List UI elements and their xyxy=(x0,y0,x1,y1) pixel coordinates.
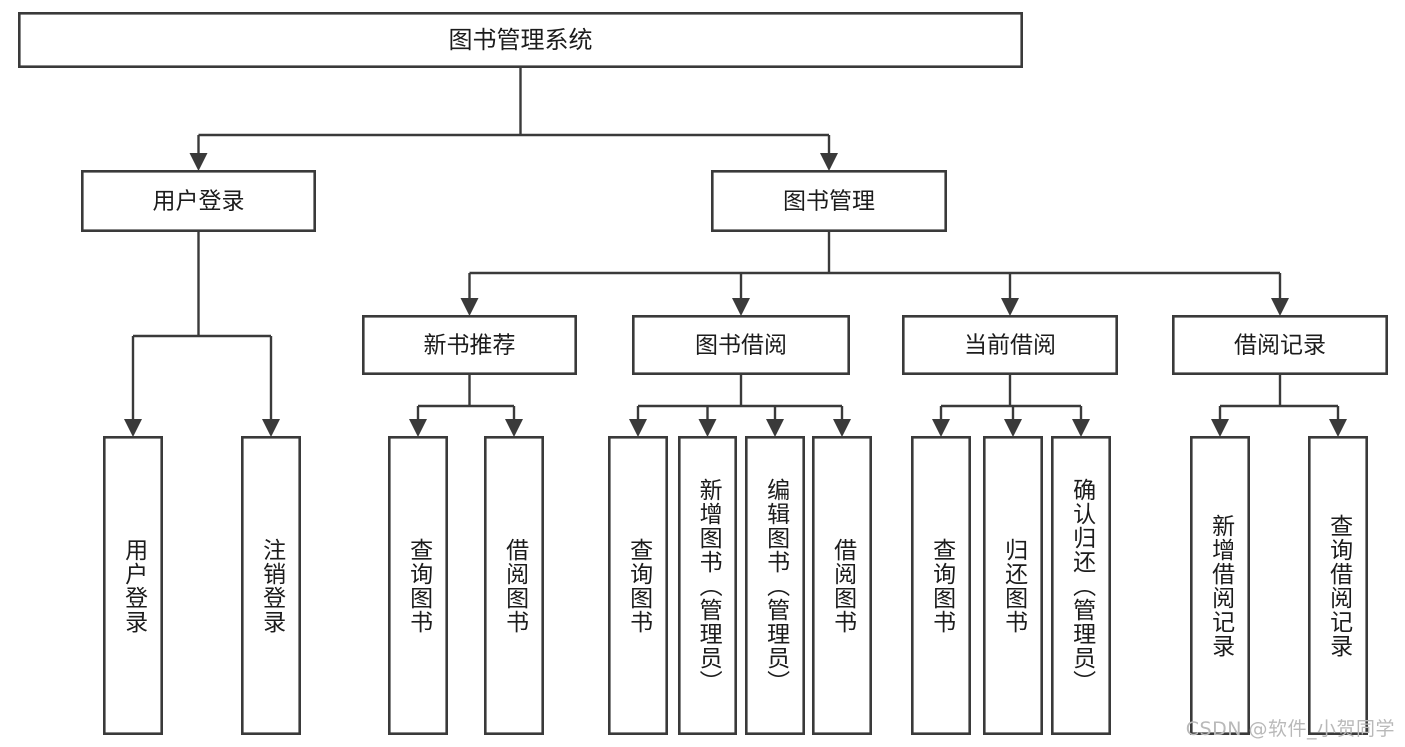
arrow-head-icon xyxy=(505,419,523,437)
node-box-leaf-edit-book[interactable] xyxy=(744,435,805,735)
connector-group-new-book-recommend xyxy=(409,375,523,437)
node-box-root[interactable] xyxy=(17,12,1024,69)
node-root[interactable]: 图书管理系统 xyxy=(17,12,1024,69)
connector-group-book-management xyxy=(460,232,1289,316)
node-box-leaf-logout[interactable] xyxy=(241,435,302,735)
node-leaf-confirm-return[interactable] xyxy=(1051,435,1112,735)
arrow-head-icon xyxy=(1072,419,1090,437)
connector-layer xyxy=(124,68,1347,437)
node-label-borrow-record: 借阅记录 xyxy=(1234,333,1326,359)
node-label-new-book-recommend: 新书推荐 xyxy=(424,333,516,359)
node-leaf-logout[interactable] xyxy=(241,435,302,735)
node-leaf-edit-book[interactable] xyxy=(744,435,805,735)
connector-group-current-borrow xyxy=(932,375,1090,437)
node-leaf-borrow-book-recommend[interactable] xyxy=(483,435,544,735)
node-book-management[interactable]: 图书管理 xyxy=(710,170,947,233)
node-box-book-management[interactable] xyxy=(710,170,947,233)
node-box-leaf-user-login[interactable] xyxy=(103,435,164,735)
arrow-head-icon xyxy=(932,419,950,437)
node-current-borrow[interactable]: 当前借阅 xyxy=(901,314,1118,375)
arrow-head-icon xyxy=(820,153,838,171)
node-leaf-query-book-recommend[interactable] xyxy=(387,435,448,735)
node-box-leaf-borrow-book[interactable] xyxy=(811,435,872,735)
node-leaf-query-borrow-record[interactable] xyxy=(1308,435,1369,735)
node-new-book-recommend[interactable]: 新书推荐 xyxy=(361,314,577,375)
node-leaf-return-book[interactable] xyxy=(982,435,1043,735)
node-box-new-book-recommend[interactable] xyxy=(361,314,577,375)
node-box-leaf-query-borrow-record[interactable] xyxy=(1308,435,1369,735)
node-box-user-login[interactable] xyxy=(81,170,316,233)
arrow-head-icon xyxy=(833,419,851,437)
arrow-head-icon xyxy=(409,419,427,437)
node-leaf-query-book-borrow[interactable] xyxy=(607,435,668,735)
node-box-leaf-return-book[interactable] xyxy=(982,435,1043,735)
arrow-head-icon xyxy=(766,419,784,437)
node-box-borrow-record[interactable] xyxy=(1172,314,1389,375)
node-book-borrow[interactable]: 图书借阅 xyxy=(631,314,850,375)
node-box-leaf-add-borrow-record[interactable] xyxy=(1190,435,1251,735)
node-box-leaf-confirm-return[interactable] xyxy=(1051,435,1112,735)
connector-group-borrow-record xyxy=(1211,375,1347,437)
node-leaf-user-login[interactable] xyxy=(103,435,164,735)
arrow-head-icon xyxy=(189,153,208,171)
node-label-root: 图书管理系统 xyxy=(449,26,593,54)
arrow-head-icon xyxy=(1001,298,1019,316)
connector-group-book-borrow xyxy=(629,375,851,437)
node-leaf-add-book[interactable] xyxy=(677,435,737,735)
node-label-user-login: 用户登录 xyxy=(153,189,245,215)
node-label-current-borrow: 当前借阅 xyxy=(964,333,1056,359)
arrow-head-icon xyxy=(460,298,479,316)
node-leaf-borrow-book[interactable] xyxy=(811,435,872,735)
connector-group-user-login xyxy=(124,232,280,437)
node-box-leaf-query-book-recommend[interactable] xyxy=(387,435,448,735)
node-box-leaf-add-book[interactable] xyxy=(677,435,737,735)
arrow-head-icon xyxy=(262,419,280,437)
node-box-leaf-borrow-book-recommend[interactable] xyxy=(483,435,544,735)
arrow-head-icon xyxy=(698,419,717,437)
node-leaf-query-book-current[interactable] xyxy=(910,435,971,735)
node-label-book-management: 图书管理 xyxy=(783,189,875,215)
node-leaf-add-borrow-record[interactable] xyxy=(1190,435,1251,735)
node-box-leaf-query-book-borrow[interactable] xyxy=(607,435,668,735)
arrow-head-icon xyxy=(1329,419,1347,437)
connector-group-root xyxy=(189,68,838,171)
arrow-head-icon xyxy=(732,298,750,316)
node-borrow-record[interactable]: 借阅记录 xyxy=(1172,314,1389,375)
arrow-head-icon xyxy=(629,419,647,437)
arrow-head-icon xyxy=(1211,419,1229,437)
node-box-leaf-query-book-current[interactable] xyxy=(910,435,971,735)
node-box-book-borrow[interactable] xyxy=(631,314,850,375)
node-user-login[interactable]: 用户登录 xyxy=(81,170,316,233)
node-box-current-borrow[interactable] xyxy=(901,314,1118,375)
node-label-book-borrow: 图书借阅 xyxy=(695,333,787,359)
arrow-head-icon xyxy=(124,419,142,437)
arrow-head-icon xyxy=(1271,298,1289,316)
arrow-head-icon xyxy=(1004,419,1022,437)
